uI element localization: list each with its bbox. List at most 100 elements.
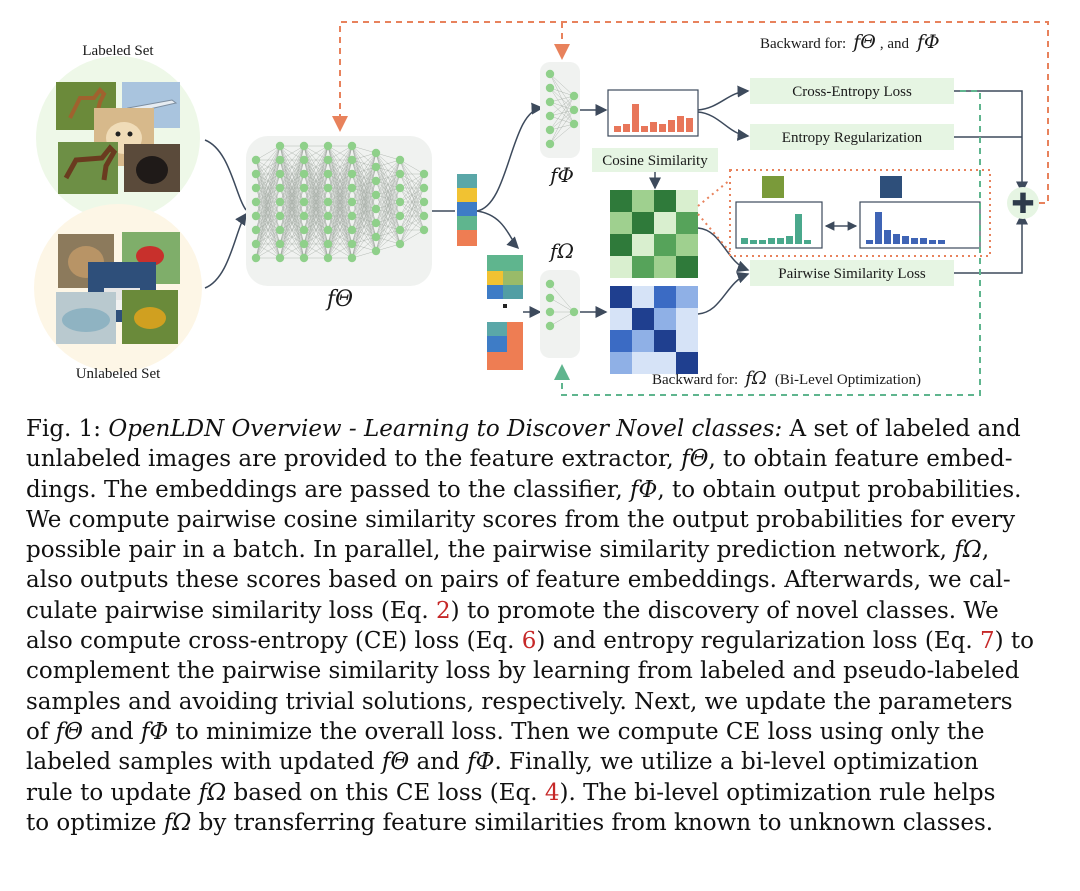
- theta-net-edge: [303, 145, 329, 217]
- omega-net-node: [545, 279, 555, 289]
- predicted-matrix-cell: [676, 308, 698, 330]
- equation-ref-6[interactable]: 6: [521, 628, 537, 655]
- theta-net-node: [275, 169, 285, 179]
- theta-net-node: [371, 162, 381, 172]
- theta-net-node: [299, 183, 309, 193]
- theta-net-node: [347, 183, 357, 193]
- theta-net-node: [323, 141, 333, 151]
- theta-net-node: [395, 155, 405, 165]
- predicted-matrix-cell: [610, 352, 632, 374]
- theta-net-node: [395, 197, 405, 207]
- caption-line-13: rule to update fΩ based on this CE loss …: [26, 779, 996, 806]
- phi-net-edge: [549, 95, 575, 117]
- arrow-cosine-matrix-to-pairwise-loss: [697, 227, 750, 273]
- figure-caption: Fig. 1: OpenLDN Overview - Learning to D…: [26, 414, 1050, 838]
- theta-net-edge: [327, 145, 353, 203]
- phi-net-node: [545, 83, 555, 93]
- theta-net-edge: [255, 201, 281, 259]
- overview-figure: Labeled Set Unlabeled Set fΘ: [0, 0, 1080, 400]
- arrow-labeled-to-encoder: [204, 139, 247, 211]
- predicted-matrix-cell: [632, 352, 654, 374]
- theta-net-edge: [399, 187, 425, 245]
- theta-net-node: [275, 141, 285, 151]
- theta-net-edge: [375, 159, 401, 196]
- cosine-matrix-cell: [632, 212, 654, 234]
- theta-net-edge: [375, 201, 401, 252]
- theta-net-edge: [255, 187, 281, 259]
- theta-net-edge: [375, 215, 401, 252]
- equation-ref-2[interactable]: 2: [436, 597, 451, 624]
- theta-net-edge: [279, 187, 305, 259]
- theta-net-node: [419, 197, 429, 207]
- theta-net-edge: [255, 145, 281, 161]
- equation-ref-7[interactable]: 7: [980, 628, 995, 655]
- theta-net-edge: [279, 145, 305, 161]
- theta-net-edge: [327, 145, 353, 259]
- theta-net-edge: [351, 152, 377, 189]
- theta-net-edge: [399, 215, 425, 245]
- predicted-matrix-cell: [654, 352, 676, 374]
- arrow-output-to-entropy: [697, 111, 750, 141]
- theta-net-edge: [327, 229, 353, 259]
- frog-probabilities-bars: [741, 214, 811, 244]
- pairwise-similarity-loss-box: [750, 260, 954, 286]
- caption-line-6: also outputs these scores based on pairs…: [26, 567, 1011, 594]
- f-omega-label: fΩ: [548, 239, 574, 263]
- theta-net-edge: [255, 145, 281, 245]
- caption-line-4: We compute pairwise cosine similarity sc…: [26, 506, 1016, 533]
- theta-net-node: [299, 253, 309, 263]
- theta-net-edge: [351, 236, 377, 259]
- phi-net-edge: [549, 123, 575, 145]
- predicted-matrix-cell: [632, 308, 654, 330]
- phi-net-node: [545, 139, 555, 149]
- equation-ref-4[interactable]: 4: [544, 779, 560, 806]
- theta-net-node: [419, 211, 429, 221]
- phi-net-edge: [549, 95, 575, 145]
- theta-net-edge: [303, 145, 329, 203]
- phi-net-node: [569, 105, 579, 115]
- theta-net-edge: [327, 187, 353, 259]
- cosine-matrix-cell: [654, 190, 676, 212]
- backward-top-f-phi: fΦ: [915, 31, 940, 53]
- ship-probabilities-bars: [866, 212, 945, 244]
- theta-net-edge: [255, 215, 281, 259]
- theta-net-node: [251, 197, 261, 207]
- cosine-matrix-cell: [676, 256, 698, 278]
- predicted-matrix-cell: [676, 330, 698, 352]
- backward-path-omega: [554, 90, 981, 396]
- theta-net-node: [371, 204, 381, 214]
- phi-net-edge: [549, 87, 575, 97]
- theta-net-node: [299, 141, 309, 151]
- theta-net-node: [299, 155, 309, 165]
- omega-net-node: [569, 307, 579, 317]
- cosine-matrix-cell: [610, 256, 632, 278]
- predicted-matrix-cell: [632, 286, 654, 308]
- theta-net-node: [371, 148, 381, 158]
- similarity-network-box: [540, 270, 580, 358]
- theta-net-edge: [279, 145, 305, 245]
- entropy-regularization-box: [750, 124, 954, 150]
- omega-net-node: [545, 321, 555, 331]
- predicted-matrix-cell: [654, 330, 676, 352]
- theta-net-edge: [351, 152, 377, 203]
- caption-line-14: to optimize fΩ by transferring feature s…: [26, 809, 994, 836]
- theta-net-edge: [351, 152, 377, 175]
- theta-net-node: [275, 253, 285, 263]
- caption-line-5: possible pair in a batch. In parallel, t…: [26, 537, 990, 564]
- highlight-connector-top: [697, 179, 731, 207]
- predicted-matrix-cell: [610, 330, 632, 352]
- theta-net-node: [371, 218, 381, 228]
- cosine-matrix-cell: [610, 190, 632, 212]
- phi-net-node: [569, 119, 579, 129]
- theta-net-node: [323, 239, 333, 249]
- theta-net-node: [395, 239, 405, 249]
- theta-net-edge: [327, 243, 353, 259]
- omega-net-edge: [549, 283, 575, 313]
- theta-net-edge: [375, 229, 401, 252]
- arrow-output-to-ce-loss: [697, 85, 750, 111]
- theta-net-edge: [327, 145, 353, 161]
- feature-extractor-network: [251, 141, 429, 263]
- backward-bottom-suffix: (Bi-Level Optimization): [775, 372, 921, 388]
- embedding-pairs: [487, 255, 523, 370]
- highlight-connector-bottom: [697, 213, 731, 253]
